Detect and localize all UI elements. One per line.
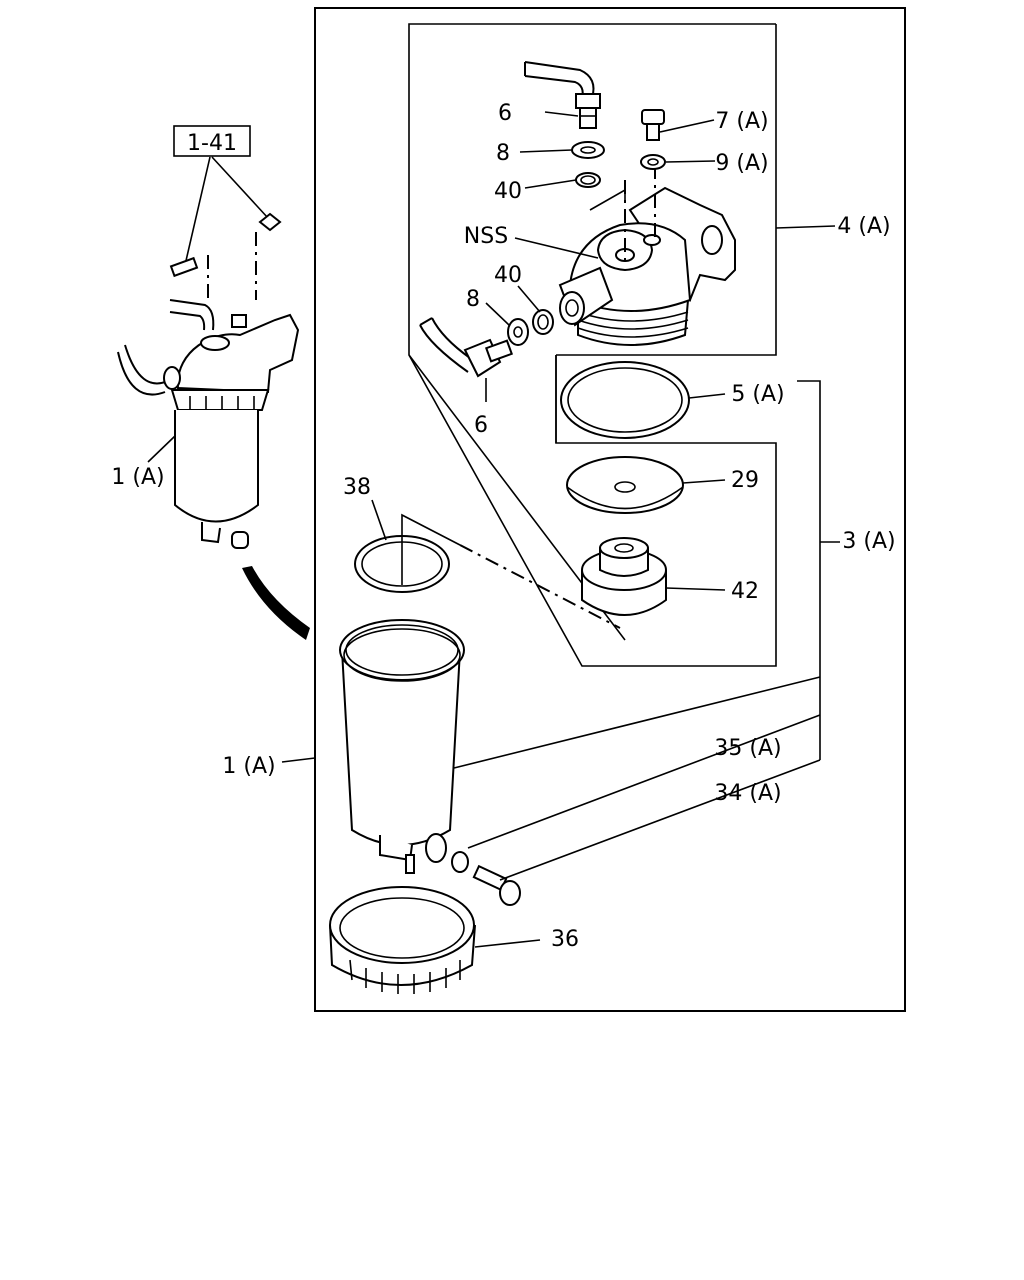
label-40-lower: 40 [494,263,522,288]
label-34a: 34 (A) [714,781,781,806]
assembled-filter-overview: 1-41 1 (A) [111,125,310,640]
part-7a-bolt [641,109,665,125]
part-36-ring-nut [329,886,476,994]
label-29: 29 [731,468,759,493]
part-1a-bowl [339,619,465,874]
overview-bowl [174,410,259,523]
part-9a-washer [640,154,666,170]
part-42-weight [581,537,667,616]
filter-head-part [558,186,736,346]
label-38: 38 [343,475,371,500]
detail-arrow [242,566,310,640]
part-8-lower-washer [507,318,529,346]
label-1a-left: 1 (A) [111,465,164,490]
label-36: 36 [551,927,579,952]
part-40-lower-oring [532,309,554,335]
overview-nut [258,212,282,232]
label-8-lower: 8 [466,287,480,312]
label-1a-main: 1 (A) [222,754,275,779]
label-nss: NSS [464,224,508,249]
main-diagram-frame [314,7,906,1012]
reference-box-label: 1-41 [187,131,237,156]
part-6-upper-fitting [575,93,601,109]
label-7a: 7 (A) [715,109,768,134]
reference-box-frame [173,125,251,157]
label-9a: 9 (A) [715,151,768,176]
label-5a: 5 (A) [731,382,784,407]
label-6-lower: 6 [474,413,488,438]
label-6-upper: 6 [498,101,512,126]
part-29-disc [566,456,684,514]
overview-filter-head [176,313,300,394]
label-8-upper: 8 [496,141,510,166]
part-34a-drain-plug [472,864,521,906]
label-4a: 4 (A) [837,214,890,239]
head-assembly-frame [408,23,776,641]
overview-bolt [169,256,199,278]
part-5a-seal-ring [560,361,690,439]
part-40-upper-oring [575,172,601,188]
part-35a-washer [451,851,469,873]
part-8-upper-washer [571,141,605,159]
label-35a: 35 (A) [714,736,781,761]
label-3a: 3 (A) [842,529,895,554]
label-42: 42 [731,579,759,604]
label-40-upper: 40 [494,179,522,204]
